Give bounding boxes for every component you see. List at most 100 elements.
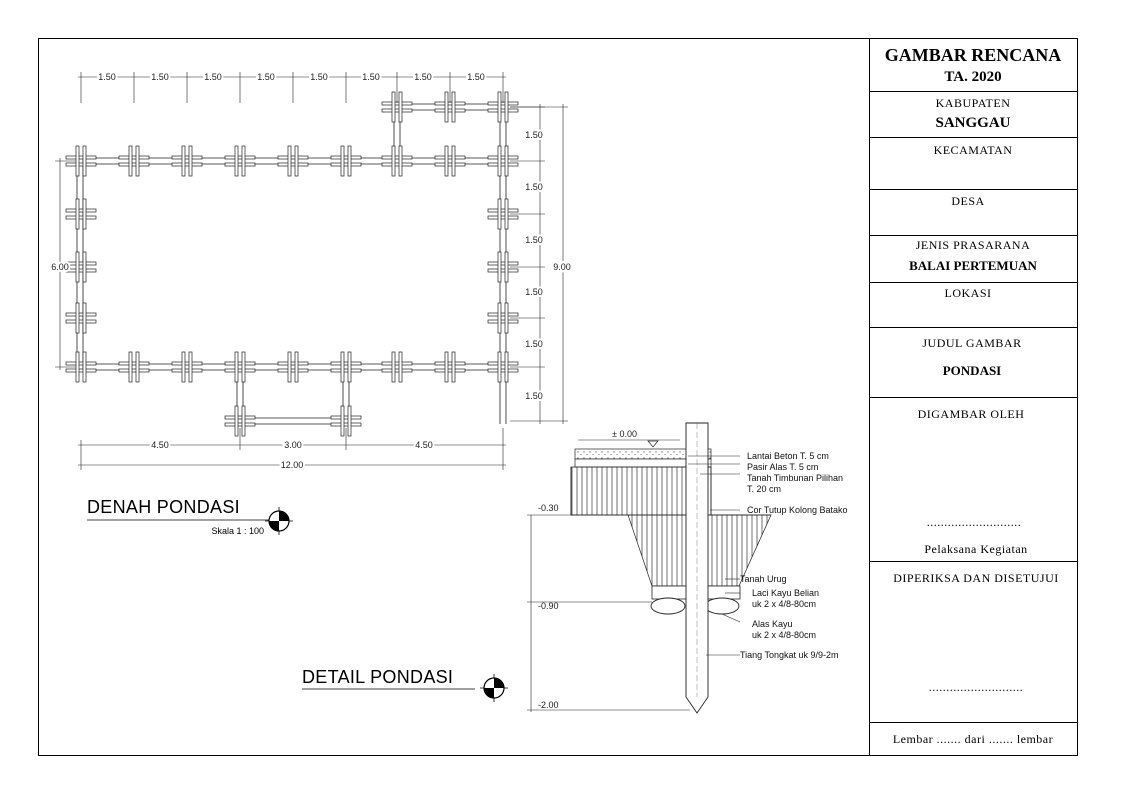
pile-marker: [65, 302, 97, 334]
level-zero: ± 0.00: [612, 429, 637, 439]
top-dimension-labels: 1.50 1.50 1.50 1.50 1.50 1.50 1.50 1.50: [96, 70, 487, 84]
pile-markers: [65, 91, 519, 437]
pile-marker: [487, 91, 519, 123]
top-dim-4: 1.50: [257, 72, 275, 82]
jenis-label: JENIS PRASARANA: [916, 238, 1031, 252]
note-floor: Lantai Beton T. 5 cm: [747, 451, 829, 461]
judul-value: PONDASI: [943, 363, 1002, 378]
kecamatan-label: KECAMATAN: [934, 143, 1013, 157]
kabupaten-label: KABUPATEN: [936, 96, 1011, 110]
note-beam-size: uk 2 x 4/8-80cm: [752, 599, 816, 609]
diperiksa-signature-dots: ...........................: [929, 680, 1024, 694]
level-minus-030: -0.30: [538, 503, 559, 513]
left-dim: 6.00: [51, 262, 69, 272]
detail-notes: [688, 455, 741, 656]
right-dimensions: [510, 104, 568, 424]
right-dimension-labels: 1.50 1.50 1.50 1.50 1.50 1.50 9.00: [523, 128, 573, 403]
timber-pad-left: [650, 597, 686, 615]
pile-marker: [330, 405, 362, 437]
diperiksa-label: DIPERIKSA DAN DISETUJUI: [893, 571, 1059, 585]
right-total-dim: 9.00: [553, 262, 571, 272]
jenis-value: BALAI PERTEMUAN: [909, 258, 1037, 273]
top-dim-1: 1.50: [98, 72, 116, 82]
pile-marker: [434, 351, 466, 383]
top-dim-7: 1.50: [414, 72, 432, 82]
header-year: TA. 2020: [944, 69, 1001, 85]
note-pad-size: uk 2 x 4/8-80cm: [752, 630, 816, 640]
right-dim-5: 1.50: [525, 339, 543, 349]
foundation-plan: 1.50 1.50 1.50 1.50 1.50 1.50 1.50 1.50 …: [49, 70, 573, 536]
kabupaten-value: SANGGAU: [935, 115, 1010, 131]
note-sand: Pasir Alas T. 5 cm: [747, 462, 818, 472]
top-dimensions: [78, 72, 506, 103]
bottom-dim-3: 4.50: [415, 440, 433, 450]
note-batako-cap: Cor Tutup Kolong Batako: [747, 505, 848, 515]
soil-edge: [570, 467, 628, 516]
level-triangle-icon: [647, 440, 659, 448]
note-pile: Tiang Tongkat uk 9/9-2m: [740, 650, 839, 660]
digambar-label: DIGAMBAR OLEH: [918, 407, 1025, 421]
pile-marker: [381, 351, 413, 383]
pile-marker: [277, 145, 309, 177]
right-dim-6: 1.50: [525, 391, 543, 401]
right-dim-2: 1.50: [525, 182, 543, 192]
detail-section-marker-icon: [480, 674, 508, 702]
header-title: GAMBAR RENCANA: [885, 45, 1062, 65]
plan-title: DENAH PONDASI: [87, 497, 240, 517]
level-minus-200: -2.00: [538, 700, 559, 710]
note-beam: Laci Kayu Belian: [752, 588, 819, 598]
plan-section-marker-icon: [265, 507, 293, 535]
plan-scale: Skala 1 : 100: [211, 526, 264, 536]
pile-marker: [118, 145, 150, 177]
right-dim-3: 1.50: [525, 235, 543, 245]
note-pad: Alas Kayu: [752, 619, 793, 629]
pile-marker: [224, 351, 256, 383]
left-dimension: [55, 158, 76, 370]
bottom-dimensions: [78, 428, 506, 470]
level-minus-090: -0.90: [538, 601, 559, 611]
title-block: GAMBAR RENCANA TA. 2020 KABUPATEN SANGGA…: [869, 38, 1078, 756]
detail-title: DETAIL PONDASI: [302, 667, 453, 687]
right-dim-4: 1.50: [525, 287, 543, 297]
pile-marker: [277, 351, 309, 383]
foundation-detail: -0.30 -0.90 -2.00 ± 0.00: [302, 422, 848, 714]
pile-marker: [65, 198, 97, 230]
pile-marker: [330, 145, 362, 177]
lembar-text: Lembar ....... dari ....... lembar: [893, 732, 1053, 746]
bottom-dim-1: 4.50: [151, 440, 169, 450]
pile-marker: [171, 351, 203, 383]
pile-marker: [487, 198, 519, 230]
digambar-signature-dots: ...........................: [927, 515, 1022, 529]
pile-marker: [330, 351, 362, 383]
pelaksana-label: Pelaksana Kegiatan: [924, 542, 1027, 556]
desa-label: DESA: [951, 194, 984, 208]
pile-marker: [434, 145, 466, 177]
top-dim-2: 1.50: [151, 72, 169, 82]
pile-marker: [224, 405, 256, 437]
timber-pad-right: [704, 597, 740, 615]
note-fill-soil: Tanah Timbunan Pilihan: [747, 473, 843, 483]
bottom-dimension-labels: 4.50 3.00 4.50 12.00: [149, 438, 435, 472]
lokasi-label: LOKASI: [945, 286, 992, 300]
note-fill-soil-thickness: T. 20 cm: [747, 484, 781, 494]
pile-marker: [487, 145, 519, 177]
top-dim-5: 1.50: [310, 72, 328, 82]
pile-marker: [487, 302, 519, 334]
top-dim-8: 1.50: [467, 72, 485, 82]
pile-marker: [487, 251, 519, 283]
bottom-total-dim: 12.00: [281, 460, 304, 470]
pile-marker: [487, 351, 519, 383]
right-dim-1: 1.50: [525, 130, 543, 140]
note-backfill: Tanah Urug: [740, 574, 787, 584]
bottom-dim-2: 3.00: [284, 440, 302, 450]
pile-marker: [171, 145, 203, 177]
pile-marker: [65, 145, 97, 177]
pile-marker: [65, 351, 97, 383]
plan-outline: [76, 103, 507, 425]
top-dim-6: 1.50: [362, 72, 380, 82]
pile-marker: [224, 145, 256, 177]
pile-marker: [381, 145, 413, 177]
judul-label: JUDUL GAMBAR: [922, 336, 1021, 350]
pile-marker: [65, 251, 97, 283]
